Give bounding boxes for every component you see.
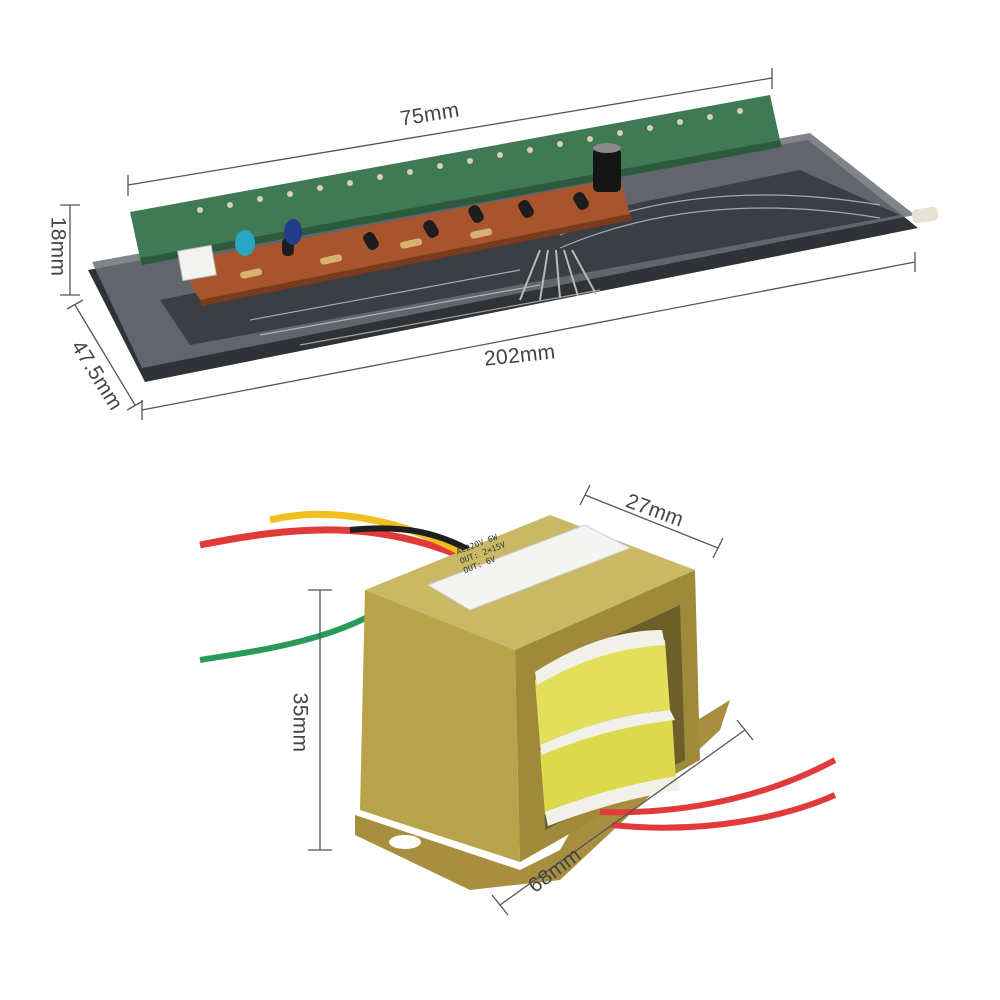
mounting-slot [389,835,421,849]
green-pcb [130,95,780,258]
pcb-solder-row [197,108,743,213]
vu-meter-display [88,95,939,382]
white-connector [177,244,217,282]
vu-height-label: 18mm [46,216,70,277]
glass-panel-window [160,170,900,345]
electrolytic-capacitor [593,148,621,192]
coil-windings [535,630,680,826]
wire-red-right-1 [599,757,837,816]
transistors [282,192,589,256]
vu-dimension-lines [60,68,916,420]
bracket-front [360,590,520,862]
label-sticker [426,524,632,611]
wire-red-right-2 [611,792,837,831]
capacitors [235,143,621,256]
driver-pcb-edge [200,214,632,306]
pin-leads [519,249,597,301]
glass-exhaust-tip [911,206,939,224]
wire-red-left [199,526,472,564]
driver-pcb [178,178,630,300]
wire-yellow-left [269,510,480,565]
transformer-dimension-lines [308,484,754,916]
transformer-height-label: 35mm [288,692,312,753]
resistors [240,228,493,279]
power-transformer [199,510,837,890]
